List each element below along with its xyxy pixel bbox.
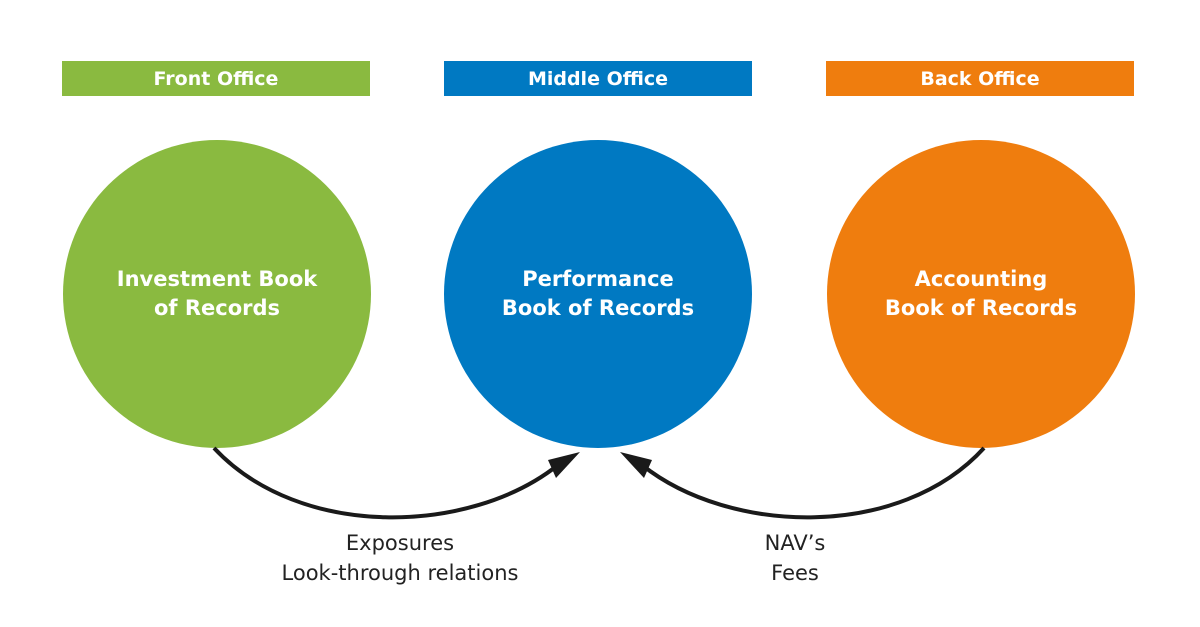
arrow-investment-to-performance — [212, 446, 560, 520]
header-back-office-label: Back Office — [920, 67, 1040, 90]
header-middle-office: Middle Office — [444, 61, 752, 96]
accounting-book-circle: Accounting Book of Records — [827, 140, 1135, 448]
flow-label-exposures: Exposures — [345, 531, 455, 555]
flow-label-navs: NAV’s — [764, 531, 826, 555]
arrowhead-left — [548, 452, 580, 478]
investment-book-line2: of Records — [153, 296, 281, 320]
flow-label-accounting: NAV’s Fees — [700, 528, 890, 588]
performance-book-line1: Performance — [522, 267, 674, 291]
header-middle-office-label: Middle Office — [527, 67, 669, 90]
performance-book-circle: Performance Book of Records — [444, 140, 752, 448]
header-front-office-label: Front Office — [153, 67, 279, 90]
flow-label-fees: Fees — [771, 561, 819, 585]
flow-label-look-through: Look-through relations — [281, 561, 519, 585]
investment-book-line1: Investment Book — [116, 267, 318, 291]
arrow-accounting-to-performance — [640, 446, 986, 520]
accounting-book-line1: Accounting — [914, 267, 1048, 291]
investment-book-circle: Investment Book of Records — [63, 140, 371, 448]
flow-label-investment: Exposures Look-through relations — [260, 528, 540, 588]
performance-book-line2: Book of Records — [501, 296, 695, 320]
arrowhead-right — [620, 452, 652, 478]
header-front-office: Front Office — [62, 61, 370, 96]
header-back-office: Back Office — [826, 61, 1134, 96]
accounting-book-line2: Book of Records — [884, 296, 1078, 320]
